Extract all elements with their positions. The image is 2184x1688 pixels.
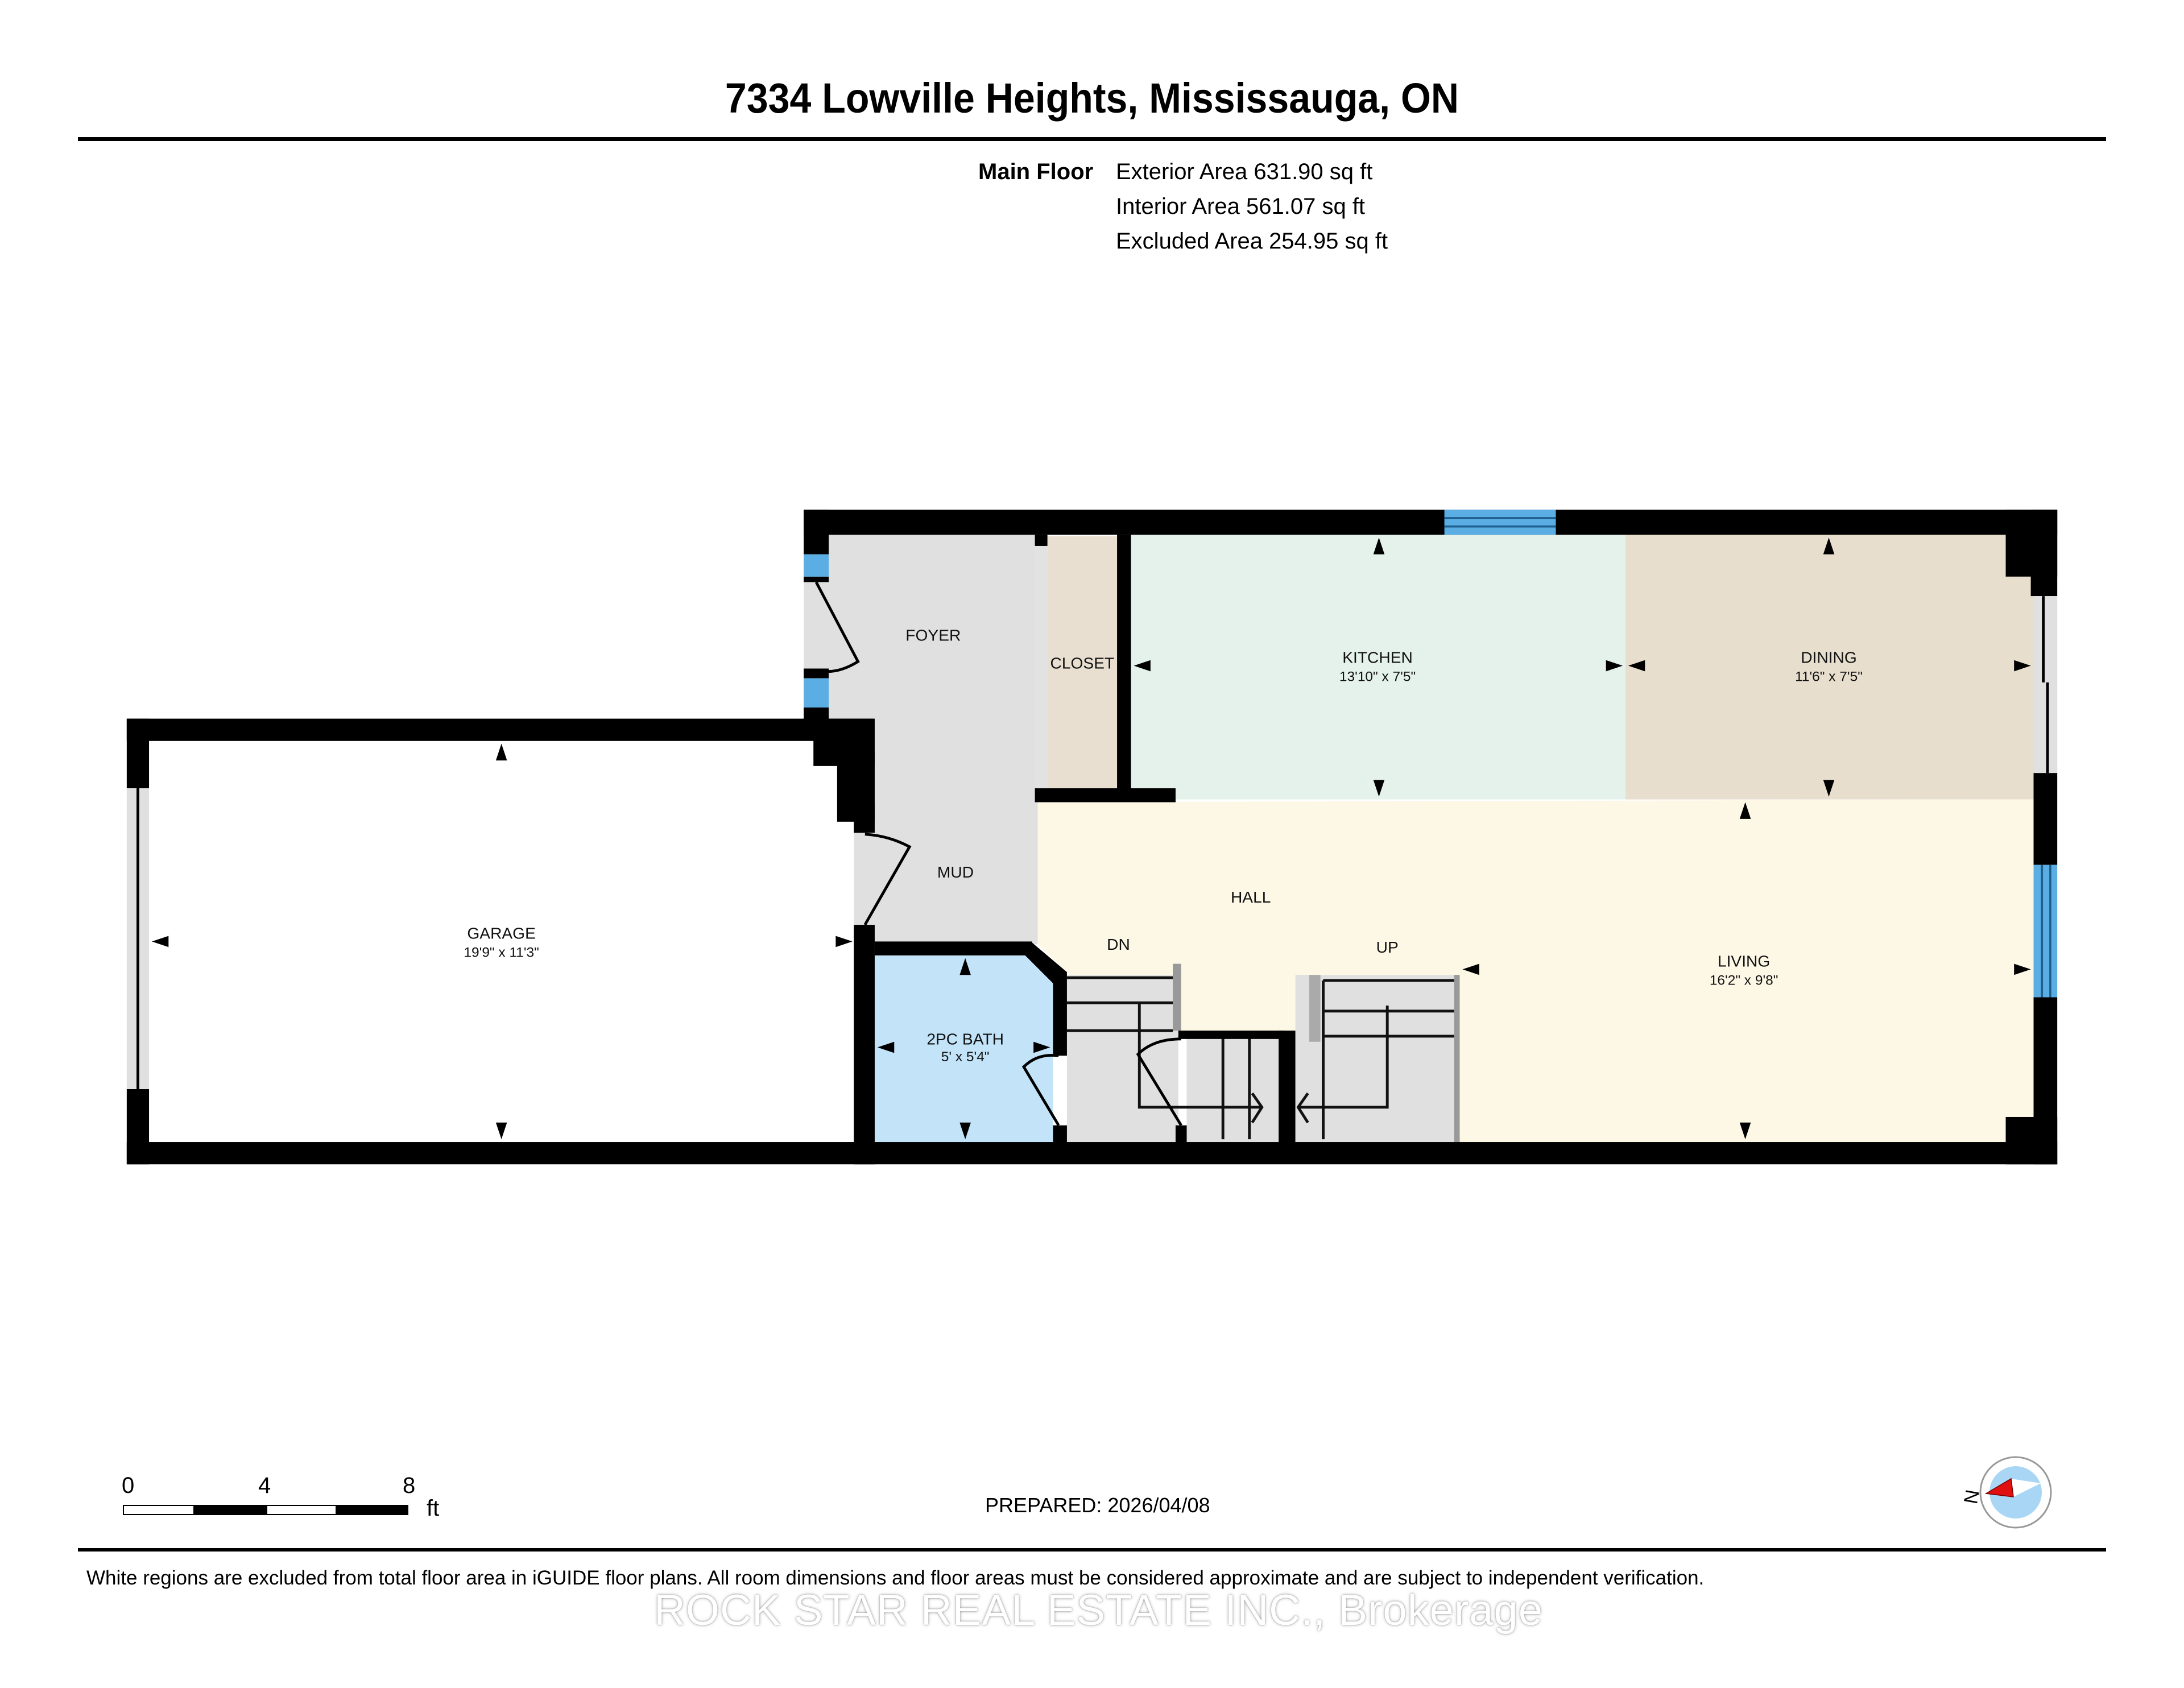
disclaimer-text: White regions are excluded from total fl… xyxy=(86,1567,1705,1589)
living-dims: 16'2" x 9'8" xyxy=(1710,973,1778,988)
mud-label: MUD xyxy=(937,863,974,881)
foyer-window-top xyxy=(804,554,829,577)
kitchen-dims: 13'10" x 7'5" xyxy=(1339,669,1416,684)
footer-divider xyxy=(78,1548,2106,1552)
stairs-door-swing xyxy=(1136,1037,1182,1126)
scale-unit: ft xyxy=(427,1496,440,1521)
garage-dims: 19'9" x 11'3" xyxy=(464,945,539,960)
excluded-area: Excluded Area 254.95 sq ft xyxy=(1116,229,1388,254)
stair-rail xyxy=(1454,975,1460,1143)
mud-room xyxy=(874,721,1038,945)
prepared-date: PREPARED: 2026/04/08 xyxy=(985,1493,1210,1517)
front-door-swing xyxy=(814,581,860,673)
title-divider xyxy=(78,137,2106,141)
scale-tick-4: 4 xyxy=(258,1473,271,1498)
closet-room xyxy=(1047,536,1118,790)
kitchen-window xyxy=(1444,510,1556,535)
dining-dims: 11'6" x 7'5" xyxy=(1795,669,1863,684)
garage-label: GARAGE xyxy=(467,925,535,942)
exterior-area: Exterior Area 631.90 sq ft xyxy=(1116,159,1373,184)
compass-icon: N xyxy=(1960,1456,2052,1529)
closet-door-strip xyxy=(1035,545,1048,789)
stairs-down-label: DN xyxy=(1107,936,1130,953)
stairs-landing-left xyxy=(1186,1037,1279,1143)
doors xyxy=(126,581,2058,1126)
foyer-window-bottom xyxy=(804,678,829,708)
scale-tick-8: 8 xyxy=(403,1473,416,1498)
page-title: 7334 Lowville Heights, Mississauga, ON xyxy=(725,75,1459,122)
stairs-up-label: UP xyxy=(1376,938,1399,956)
stair-treads xyxy=(1066,976,1454,1140)
stair-rail xyxy=(1309,975,1321,1042)
dining-label: DINING xyxy=(1801,649,1857,667)
scale-segment xyxy=(266,1505,337,1515)
living-label: LIVING xyxy=(1718,952,1770,970)
closet-label: CLOSET xyxy=(1050,654,1115,672)
kitchen-label: KITCHEN xyxy=(1342,649,1413,667)
foyer-room xyxy=(829,535,1035,722)
bath-room xyxy=(874,955,1053,1143)
scale-tick-0: 0 xyxy=(122,1473,135,1498)
area-values: Exterior Area 631.90 sq ft Interior Area… xyxy=(1116,155,1388,259)
scale-segment xyxy=(123,1505,195,1515)
walls xyxy=(126,510,2058,1165)
foyer-label: FOYER xyxy=(905,626,961,644)
scale-bar: 0 4 8 ft xyxy=(122,1473,440,1530)
scale-segment xyxy=(193,1505,266,1515)
stairs-down xyxy=(1066,975,1178,1143)
mud-door-swing xyxy=(863,833,912,926)
hall-label: HALL xyxy=(1231,888,1271,906)
garage-room xyxy=(149,740,855,1143)
kitchen-room xyxy=(1131,535,1625,800)
windows xyxy=(804,510,2058,998)
bath-label: 2PC BATH xyxy=(926,1031,1004,1048)
dining-room xyxy=(1625,535,2034,800)
interior-area: Interior Area 561.07 sq ft xyxy=(1116,194,1366,219)
scale-segment xyxy=(336,1505,408,1515)
bath-door-swing xyxy=(1021,1054,1060,1126)
living-window xyxy=(2033,864,2058,998)
hall-living-room xyxy=(1037,799,2034,1143)
brokerage-watermark: ROCK STAR REAL ESTATE INC., Brokerage xyxy=(654,1586,1544,1635)
dining-sliding-door xyxy=(2033,596,2058,773)
bath-dims: 5' x 5'4" xyxy=(941,1049,990,1065)
stair-rail xyxy=(1173,963,1181,1031)
dimension-arrows xyxy=(151,537,2031,1140)
floor-label: Main Floor xyxy=(978,159,1094,184)
